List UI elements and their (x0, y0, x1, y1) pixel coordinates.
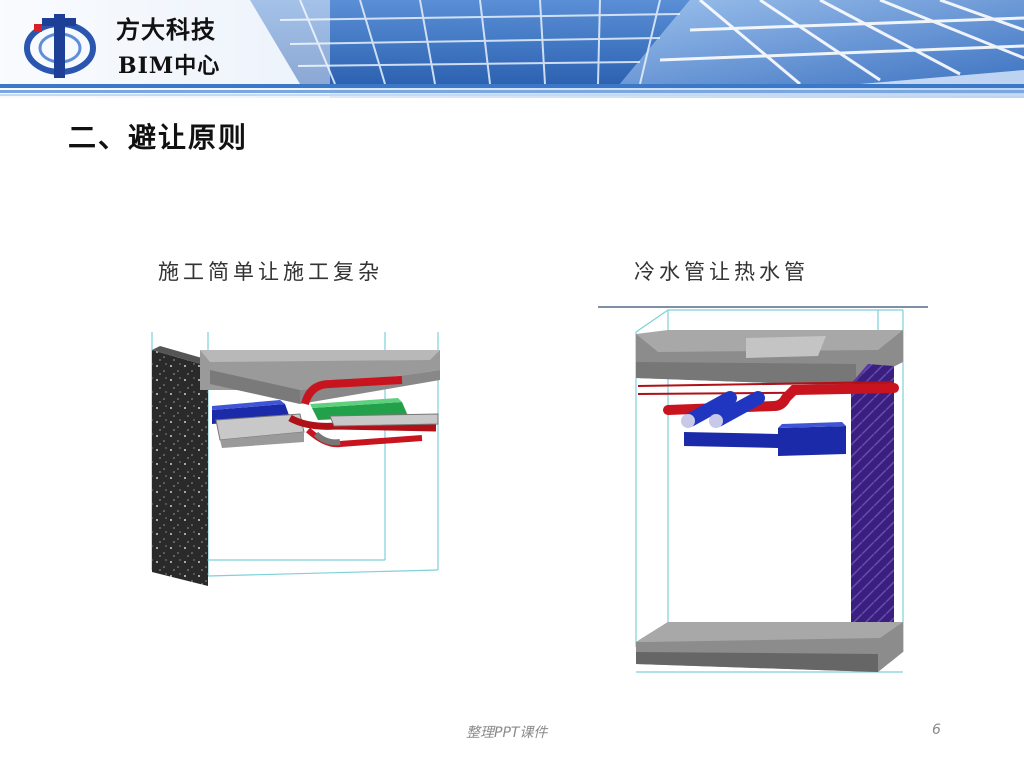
caption-construction-priority: 施工简单让施工复杂 (158, 260, 383, 284)
footer-source: 整理PPT课件 (466, 725, 548, 741)
page-number: 6 (932, 722, 941, 738)
brand-name: 方大科技 (116, 15, 216, 44)
slide-title: 二、避让原则 (68, 121, 249, 154)
building-banner-image (0, 0, 1024, 98)
bim-model-cold-hot-pipe-image (598, 306, 928, 673)
header-banner: 方大科技 BIM中心 (0, 0, 1024, 98)
brand-subtitle: BIM中心 (118, 53, 221, 79)
bim-model-construction-priority-image (151, 332, 440, 586)
caption-cold-hot-pipe: 冷水管让热水管 (634, 260, 809, 284)
company-logo-icon (24, 14, 96, 78)
